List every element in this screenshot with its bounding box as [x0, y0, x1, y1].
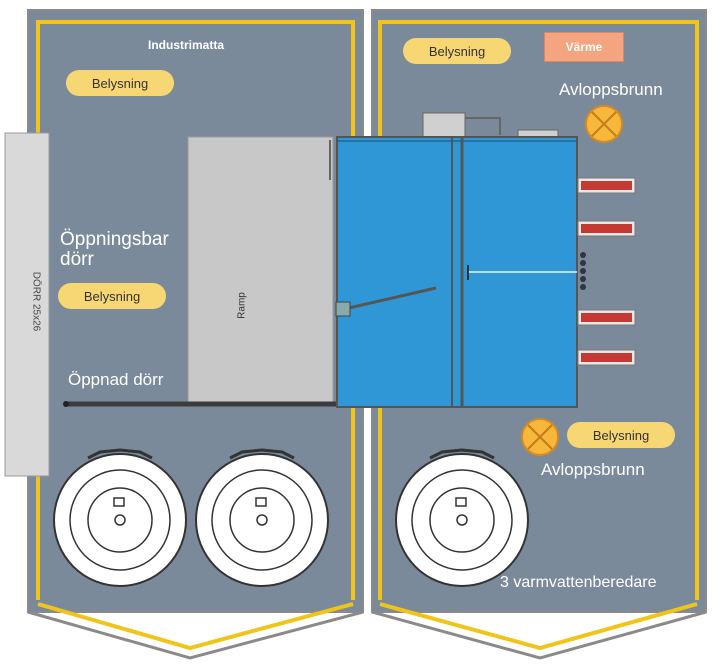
label-drain-top: Avloppsbrunn [559, 80, 663, 99]
label-drain-bottom: Avloppsbrunn [541, 460, 645, 479]
opened-door [63, 401, 336, 407]
water-heater-1 [53, 448, 187, 587]
drain-top-icon [585, 105, 623, 143]
label-door-size: DÖRR 25x26 [30, 271, 42, 332]
door-panel [4, 132, 50, 477]
heaters [577, 177, 636, 366]
lighting-badge-1: Belysning [66, 70, 174, 96]
drain-bottom-icon [521, 418, 559, 456]
lighting-badge-4: Belysning [567, 422, 675, 448]
label-industrimatta: Industrimatta [148, 38, 225, 52]
label-ramp: Ramp [236, 292, 248, 319]
water-heater-3 [395, 448, 529, 587]
label-openable-door: Öppningsbar dörr [60, 229, 169, 270]
lighting-badge-3: Belysning [58, 283, 166, 309]
water-heater-2 [195, 448, 329, 587]
heat-label: Värme [544, 32, 624, 62]
ramp [187, 136, 334, 404]
label-opened-door: Öppnad dörr [68, 370, 164, 389]
blue-unit [335, 112, 586, 408]
lighting-badge-2: Belysning [403, 38, 511, 64]
label-water-heaters: 3 varmvattenberedare [500, 574, 657, 591]
